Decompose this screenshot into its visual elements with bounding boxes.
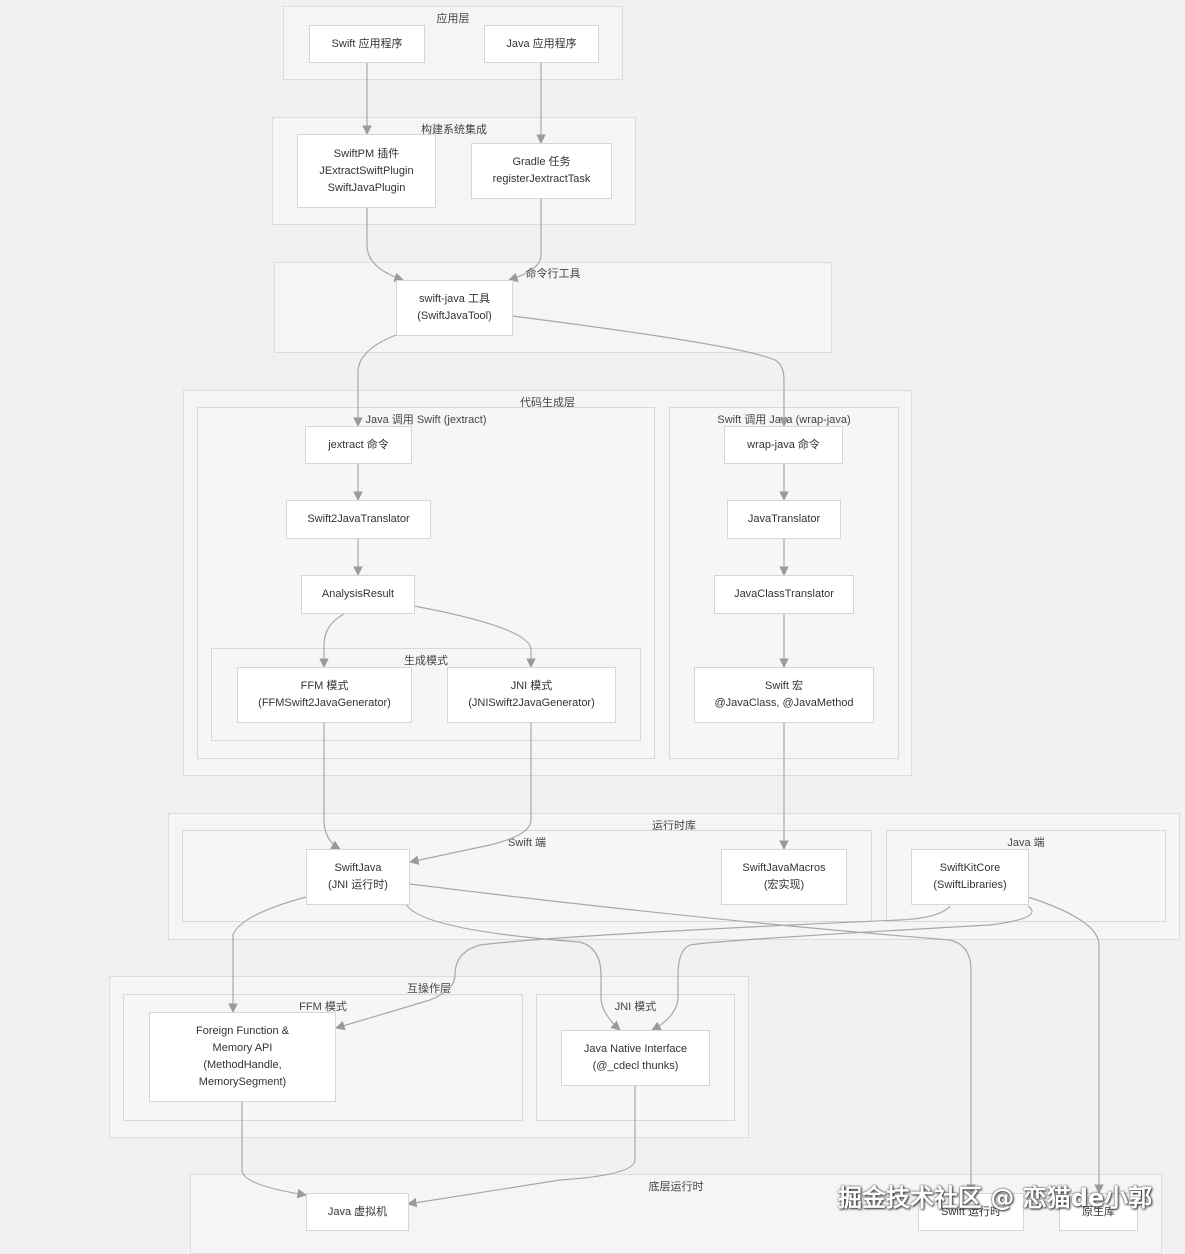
cluster-label: 应用层 xyxy=(436,13,470,25)
node-label: SwiftJavaMacros xyxy=(742,862,826,874)
cluster-label: Java 端 xyxy=(1007,837,1045,849)
node-label: Swift2JavaTranslator xyxy=(307,513,410,525)
edge-tool-jextract xyxy=(353,334,397,427)
node-label: (MethodHandle, xyxy=(203,1059,282,1071)
edge-swiftpm-tool xyxy=(366,208,404,282)
java-class-translator-node[interactable]: JavaClassTranslator xyxy=(714,575,854,614)
analysis-result-node[interactable]: AnalysisResult xyxy=(301,575,415,614)
gradle-task-node[interactable]: Gradle 任务 registerJextractTask xyxy=(471,143,612,199)
edge-ffmapi-jvm xyxy=(241,1102,307,1199)
cluster-label: 代码生成层 xyxy=(520,397,575,409)
edge-jni-swiftjava xyxy=(409,722,532,865)
native-lib-node[interactable]: 原生库 xyxy=(1059,1193,1138,1231)
cluster-label: 底层运行时 xyxy=(648,1181,704,1193)
edge-kitcore-ffmapi xyxy=(335,905,951,1031)
swift-runtime-node[interactable]: Swift 运行时 xyxy=(918,1193,1024,1231)
node-label: (SwiftLibraries) xyxy=(933,879,1007,891)
swift-app-node[interactable]: Swift 应用程序 xyxy=(309,25,425,63)
jni-mode-gen-node[interactable]: JNI 模式 (JNISwift2JavaGenerator) xyxy=(447,667,616,723)
node-label: (SwiftJavaTool) xyxy=(417,310,492,322)
node-label: AnalysisResult xyxy=(321,588,395,600)
node-label: (JNI 运行时) xyxy=(328,879,388,891)
jni-api-node[interactable]: Java Native Interface (@_cdecl thunks) xyxy=(561,1030,710,1086)
node-label: Java 虚拟机 xyxy=(327,1205,388,1218)
edge-gradle-tool xyxy=(508,199,542,283)
node-label: Java Native Interface xyxy=(583,1043,688,1055)
swift-java-node[interactable]: SwiftJava (JNI 运行时) xyxy=(306,849,410,905)
java-translator-node[interactable]: JavaTranslator xyxy=(727,500,841,539)
edge-kitcore-jniapi xyxy=(651,905,1033,1031)
cluster-label: 命令行工具 xyxy=(525,268,581,280)
node-label: SwiftKitCore xyxy=(939,862,1001,874)
edge-swiftjava-jniapi xyxy=(405,903,621,1031)
node-label: JavaClassTranslator xyxy=(734,588,834,600)
cluster-label: Java 调用 Swift (jextract) xyxy=(365,414,487,426)
node-label: wrap-java 命令 xyxy=(747,438,820,451)
node-label: Swift 宏 xyxy=(765,680,803,692)
node-label: jextract 命令 xyxy=(328,438,389,451)
node-label: JExtractSwiftPlugin xyxy=(319,164,414,177)
edge-jniapi-jvm xyxy=(407,1085,636,1208)
jvm-node[interactable]: Java 虚拟机 xyxy=(306,1193,409,1231)
swift2java-translator-node[interactable]: Swift2JavaTranslator xyxy=(286,500,431,539)
swift-java-tool-node[interactable]: swift-java 工具 (SwiftJavaTool) xyxy=(396,280,513,336)
java-app-node[interactable]: Java 应用程序 xyxy=(484,25,599,63)
node-label: SwiftJavaPlugin xyxy=(327,181,406,194)
cluster-label: 生成模式 xyxy=(404,655,448,667)
node-label: registerJextractTask xyxy=(492,173,591,185)
watermark: 掘金技术社区 @ 恋猫de小郭 xyxy=(838,1184,1153,1212)
edge-analysis-ffm xyxy=(319,613,345,668)
edge-tool-wrapjava xyxy=(511,315,789,427)
node-label: Gradle 任务 xyxy=(512,156,571,168)
cluster-label: 运行时库 xyxy=(652,820,696,832)
wrap-java-cmd-node[interactable]: wrap-java 命令 xyxy=(724,426,843,464)
node-label: JavaTranslator xyxy=(747,513,821,525)
swift-java-macros-node[interactable]: SwiftJavaMacros (宏实现) xyxy=(721,849,847,905)
node-label: Swift 应用程序 xyxy=(331,37,403,50)
edge-kitcore-nativelib xyxy=(1027,896,1104,1194)
node-label: 原生库 xyxy=(1082,1205,1115,1218)
node-label: swift-java 工具 xyxy=(419,293,490,305)
cluster-cli-layer: 命令行工具 xyxy=(274,262,832,353)
cluster-label: 构建系统集成 xyxy=(421,124,487,136)
node-label: (@_cdecl thunks) xyxy=(592,1060,679,1072)
jextract-cmd-node[interactable]: jextract 命令 xyxy=(305,426,412,464)
cluster-label: Swift 端 xyxy=(508,837,546,849)
node-label: FFM 模式 xyxy=(300,680,349,692)
node-label: Foreign Function & xyxy=(196,1025,289,1037)
cluster-label: JNI 模式 xyxy=(614,1001,657,1013)
node-label: SwiftJava xyxy=(334,862,382,874)
ffm-api-node[interactable]: Foreign Function & Memory API (MethodHan… xyxy=(149,1012,336,1102)
node-label: Swift 运行时 xyxy=(941,1205,1001,1218)
edge-swiftjava-ffmapi xyxy=(228,896,307,1013)
node-label: Java 应用程序 xyxy=(506,37,577,50)
cluster-label: FFM 模式 xyxy=(299,1001,347,1013)
cluster-label: 互操作层 xyxy=(407,983,451,995)
swift-kit-core-node[interactable]: SwiftKitCore (SwiftLibraries) xyxy=(911,849,1029,905)
edge-analysis-jni xyxy=(413,605,536,668)
ffm-mode-gen-node[interactable]: FFM 模式 (FFMSwift2JavaGenerator) xyxy=(237,667,412,723)
node-label: (宏实现) xyxy=(763,879,805,891)
edge-swiftjava-swiftruntime xyxy=(409,883,976,1194)
node-label: (JNISwift2JavaGenerator) xyxy=(468,697,595,709)
swift-macros-node[interactable]: Swift 宏 @JavaClass, @JavaMethod xyxy=(694,667,874,723)
swiftpm-plugin-node[interactable]: SwiftPM 插件 JExtractSwiftPlugin SwiftJava… xyxy=(297,134,436,208)
node-label: @JavaClass, @JavaMethod xyxy=(714,697,854,709)
node-label: JNI 模式 xyxy=(510,680,553,692)
node-label: MemorySegment) xyxy=(198,1076,287,1088)
node-label: SwiftPM 插件 xyxy=(333,147,400,160)
node-label: (FFMSwift2JavaGenerator) xyxy=(258,697,391,709)
edge-ffm-swiftjava xyxy=(323,722,341,850)
node-label: Memory API xyxy=(212,1042,273,1054)
